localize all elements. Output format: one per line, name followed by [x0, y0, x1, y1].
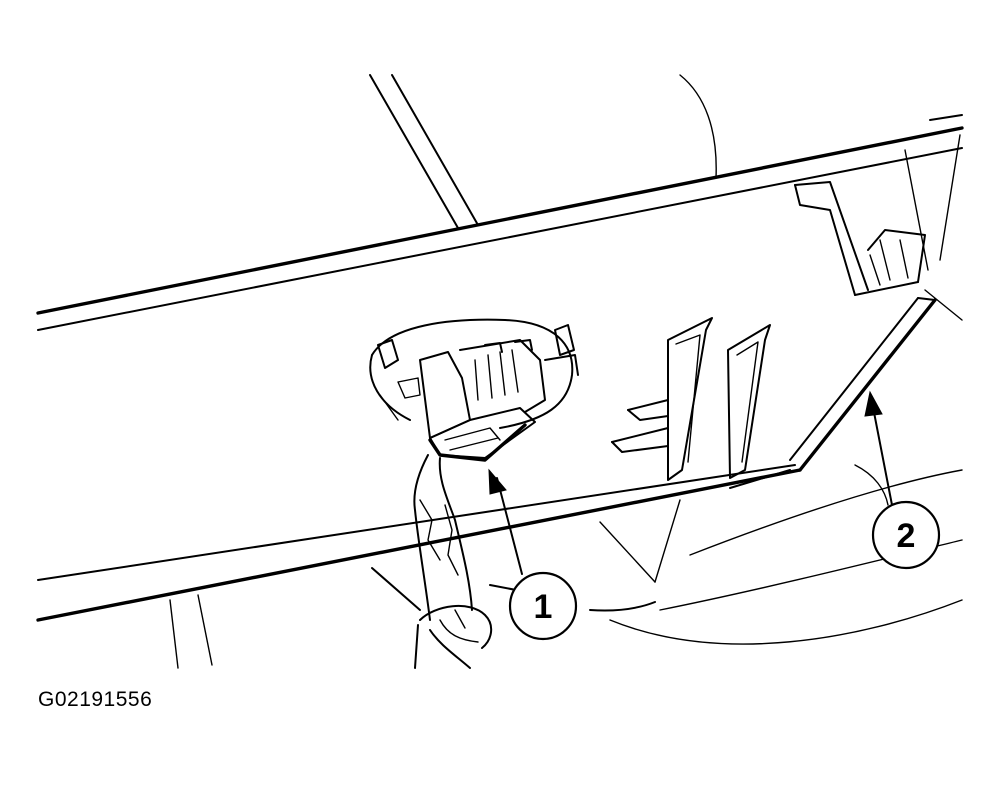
callout-1: 1 [488, 468, 656, 641]
background-structure [169, 74, 963, 669]
callout-2-label: 2 [897, 517, 916, 555]
retainer-clips [611, 317, 791, 489]
trim-panel [36, 126, 964, 622]
lamp-assembly [369, 318, 579, 462]
figure-code: G02191556 [38, 688, 153, 711]
callout-1-circle [508, 571, 578, 641]
wiring-harness [371, 454, 493, 669]
callout-1-label: 1 [534, 588, 553, 626]
callout-2: 2 [864, 390, 941, 570]
callout-2-circle [871, 500, 941, 570]
